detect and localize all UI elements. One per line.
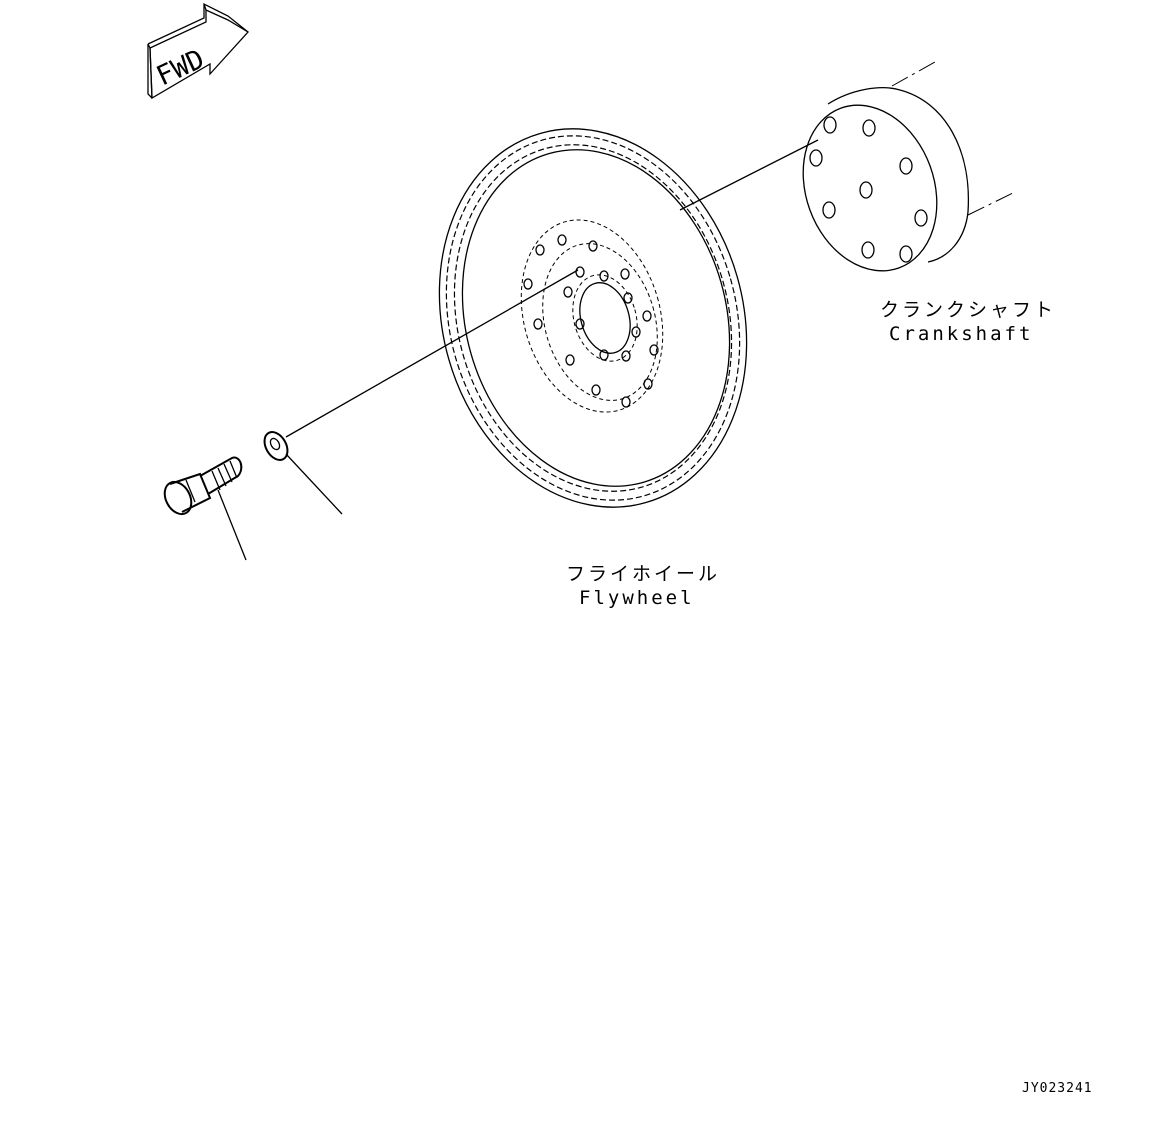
- flywheel-label-jp: フライホイール: [566, 563, 720, 585]
- crankshaft-label-jp: クランクシャフト: [880, 299, 1056, 321]
- leader-lines: [217, 453, 343, 561]
- crankshaft-label-en: Crankshaft: [889, 323, 1033, 345]
- flywheel-label-en: Flywheel: [579, 587, 695, 609]
- drawing-code: JY023241: [1022, 1081, 1093, 1096]
- flywheel-bolt-holes: [523, 234, 659, 408]
- crankshaft-bolt-holes: [809, 116, 928, 263]
- flywheel-drawing: [438, 128, 748, 508]
- forward-arrow-icon: FWD: [147, 2, 250, 100]
- flywheel-label: フライホイール Flywheel: [566, 563, 720, 609]
- bolt-icon: [163, 456, 243, 516]
- assembly-center-lines: [285, 139, 819, 438]
- forward-arrow-label: FWD: [152, 44, 209, 93]
- washer-icon: [263, 431, 289, 461]
- crankshaft-label: クランクシャフト Crankshaft: [880, 299, 1056, 345]
- crankshaft-drawing: [802, 61, 1016, 272]
